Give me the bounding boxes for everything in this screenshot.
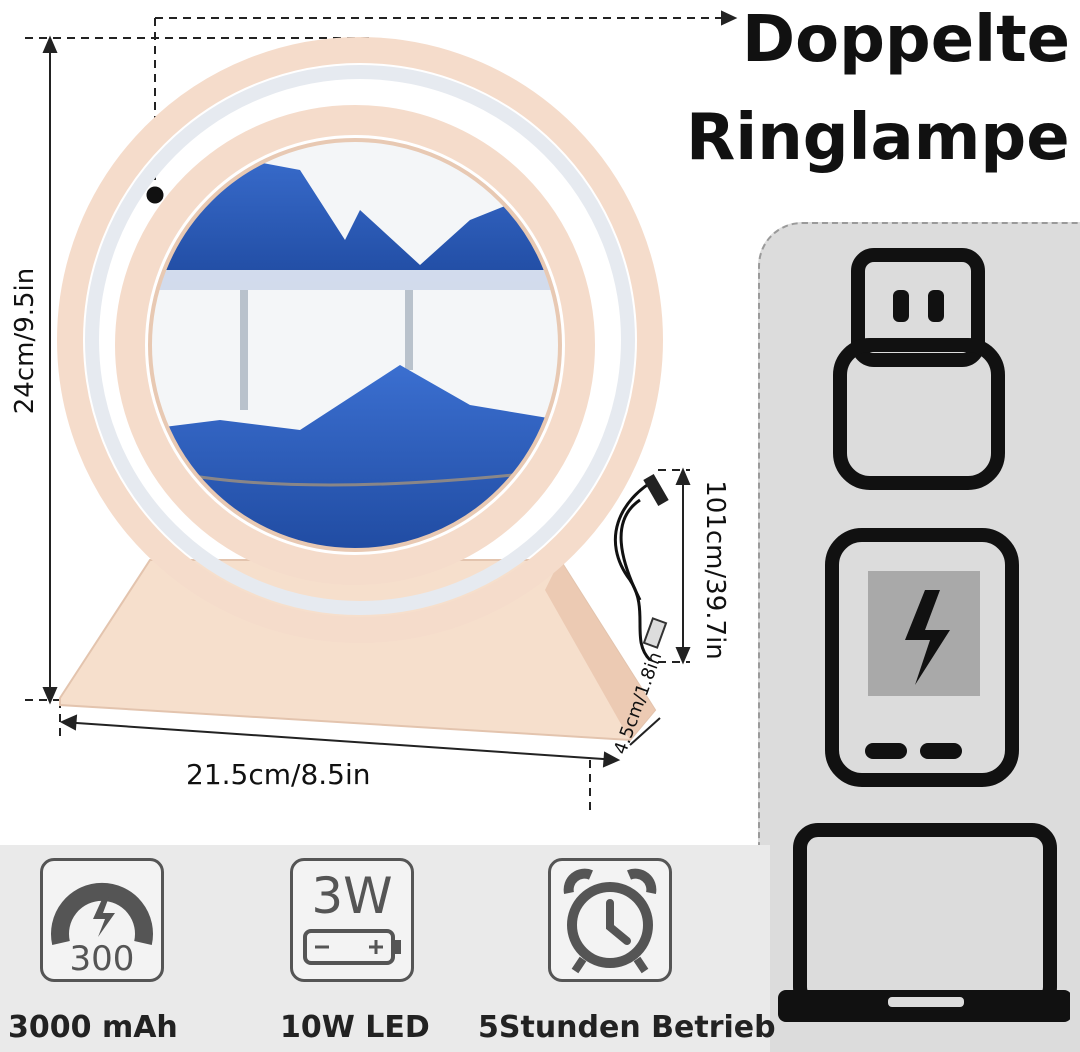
title-line-2: Ringlampe [686, 101, 1070, 175]
power-bank-icon [825, 528, 1019, 787]
feature-battery-box: 300 [40, 858, 164, 982]
feature-label-battery: 3000 mAh [8, 1010, 178, 1045]
product-illustration [25, 10, 738, 815]
cable-length-label: 101cm/39.7in [700, 480, 730, 660]
usb-cable [613, 478, 656, 662]
battery-gauge-text: 300 [69, 939, 135, 979]
width-dimension-label: 21.5cm/8.5in [186, 758, 371, 791]
feature-led-box: 3W [290, 858, 414, 982]
usb-plug-icon [833, 248, 1005, 490]
feature-label-led: 10W LED [280, 1010, 430, 1045]
alarm-clock-icon [563, 868, 657, 974]
led-wattage-text: 3W [311, 867, 393, 925]
height-dimension-label: 24cm/9.5in [10, 267, 40, 415]
battery-power-icon [303, 929, 401, 965]
battery-gauge-icon [51, 882, 153, 945]
dimension-arrows [42, 10, 738, 768]
title-line-1: Doppelte [742, 3, 1071, 77]
power-icons [778, 248, 1070, 1022]
feature-runtime-box [548, 858, 672, 982]
feature-label-runtime: 5Stunden Betrieb [478, 1010, 776, 1045]
laptop-icon [778, 823, 1070, 1022]
